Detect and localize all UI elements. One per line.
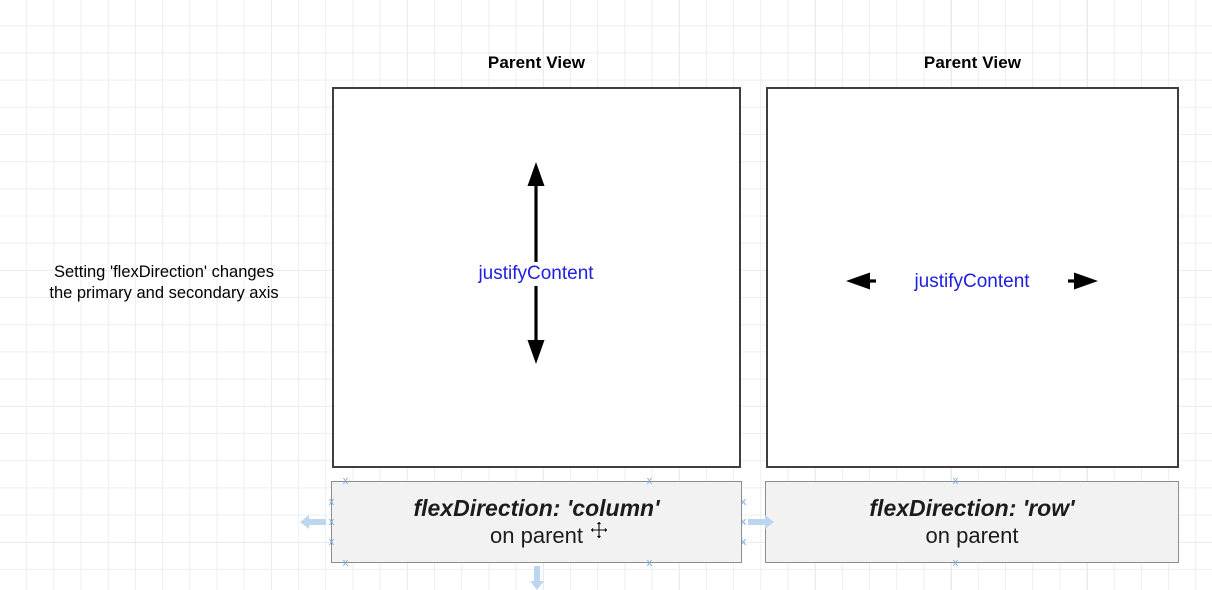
selection-handle-left-upper[interactable]: x: [328, 496, 335, 508]
diagram-caption: Setting 'flexDirection' changes the prim…: [49, 263, 279, 302]
selection-handle-left-middle[interactable]: x: [328, 516, 335, 528]
selection-handle-top-right[interactable]: x: [952, 475, 959, 487]
flex-direction-column-box[interactable]: flexDirection: 'column' on parent: [331, 481, 742, 563]
justify-content-label-vertical: justifyContent: [436, 262, 636, 286]
connect-arrow-left-icon[interactable]: [300, 514, 326, 530]
flex-direction-row-value: flexDirection: 'row': [869, 494, 1075, 521]
flex-direction-column-value: flexDirection: 'column': [413, 494, 660, 521]
selection-handle-bottom-left[interactable]: x: [342, 557, 349, 569]
selection-handle-left-lower[interactable]: x: [328, 536, 335, 548]
flex-direction-row-box[interactable]: flexDirection: 'row' on parent: [765, 481, 1179, 563]
parent-view-title-right: Parent View: [923, 53, 1022, 72]
flex-direction-column-target: on parent: [490, 522, 583, 548]
flex-direction-row-target: on parent: [925, 522, 1019, 548]
selection-handle-right-upper[interactable]: x: [740, 496, 747, 508]
connect-arrow-down-icon[interactable]: [529, 566, 545, 590]
justify-content-label-horizontal: justifyContent: [876, 270, 1068, 294]
move-cursor: [590, 521, 608, 539]
parent-view-title-left: Parent View: [487, 53, 586, 72]
selection-handle-bottom-center[interactable]: x: [646, 557, 653, 569]
selection-handle-bottom-right[interactable]: x: [952, 557, 959, 569]
selection-handle-right-middle[interactable]: x: [740, 516, 747, 528]
connect-arrow-right-icon[interactable]: [748, 514, 774, 530]
selection-handle-right-lower[interactable]: x: [740, 536, 747, 548]
selection-handle-top-left[interactable]: x: [342, 475, 349, 487]
selection-handle-top-center[interactable]: x: [646, 475, 653, 487]
